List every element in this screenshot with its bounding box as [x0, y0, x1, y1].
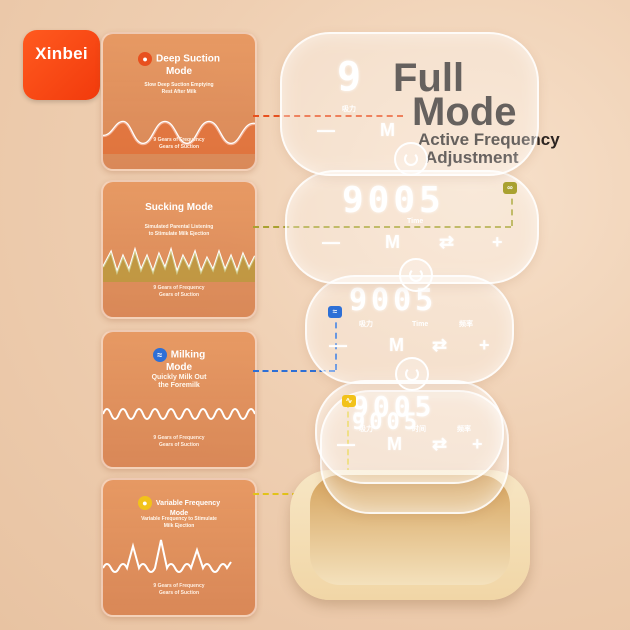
breast-pump-device: 9005 9005 吸力 时间 频率 — M ⇄ + 9005 吸力 Time …	[280, 20, 560, 630]
brand-logo: Xinbei	[23, 30, 100, 100]
control-panel-1: 9 吸力 — M	[280, 32, 539, 176]
label-time: Time	[412, 321, 429, 328]
label-frequency: 频率	[459, 321, 473, 328]
label-time: Time	[407, 218, 424, 225]
label-frequency: 频率	[457, 426, 471, 433]
sucking-wave	[103, 246, 255, 282]
label-suction: 吸力	[359, 321, 373, 328]
sucking-mode-badge: ∞	[503, 182, 517, 194]
lightbulb-icon: ●	[137, 496, 152, 510]
minus-button[interactable]: —	[329, 335, 347, 355]
mode-button[interactable]: M	[380, 120, 395, 140]
headline-full: Full	[393, 56, 465, 100]
connector-deep	[253, 115, 403, 117]
plus-button[interactable]: +	[492, 232, 503, 252]
panel-display: 9005	[342, 180, 445, 221]
power-button[interactable]	[395, 357, 429, 391]
control-panel-3: 9005 吸力 Time 频率 — M ⇄ +	[305, 275, 514, 391]
connector-sucking	[253, 226, 511, 228]
wave-icon: ≈	[152, 348, 167, 362]
label-suction: 吸力	[342, 106, 356, 113]
label-suction: 吸力	[359, 426, 373, 433]
mode-button[interactable]: M	[389, 335, 404, 355]
panel-display: 9005	[352, 390, 436, 423]
milking-wave	[103, 408, 255, 420]
swap-button[interactable]: ⇄	[432, 434, 448, 454]
connector-milking	[253, 370, 335, 372]
plus-button[interactable]: +	[479, 335, 490, 355]
minus-button[interactable]: —	[317, 120, 335, 140]
swap-button[interactable]: ⇄	[432, 335, 448, 355]
mode-button[interactable]: M	[387, 434, 402, 454]
swap-button[interactable]: ⇄	[439, 232, 455, 252]
variable-frequency-wave	[103, 539, 232, 573]
mode-title: Sucking Mode	[145, 202, 213, 213]
power-button[interactable]	[394, 142, 428, 176]
mode-button[interactable]: M	[385, 232, 400, 252]
brand-name: Xinbei	[35, 44, 88, 63]
panel-display: 9	[337, 54, 366, 100]
minus-button[interactable]: —	[322, 232, 340, 252]
plus-button[interactable]: +	[472, 434, 483, 454]
power-button[interactable]	[399, 258, 433, 292]
variable-mode-badge: ∿	[342, 395, 356, 407]
deep-suction-wave	[103, 120, 255, 154]
mode-card-sucking: Sucking Mode Simulated Parental Listenin…	[101, 180, 257, 319]
control-panel-2: 9005 Time — M ⇄ +	[285, 170, 539, 292]
minus-button[interactable]: —	[337, 434, 355, 454]
label-time: 时间	[412, 426, 426, 433]
droplet-icon: ●	[138, 52, 153, 66]
milking-mode-badge: ≈	[328, 306, 342, 318]
